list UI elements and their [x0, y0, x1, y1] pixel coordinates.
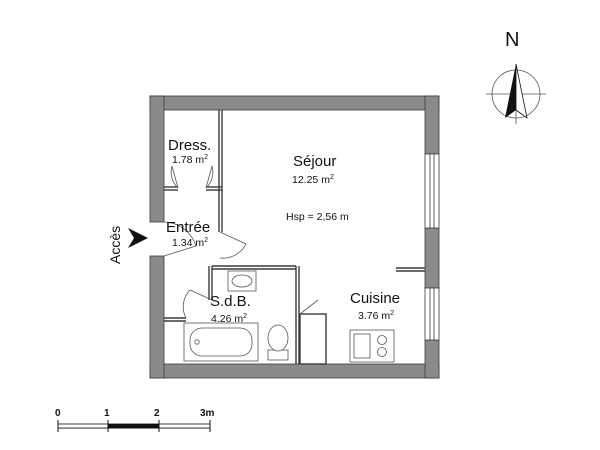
kitchen-sink — [353, 333, 371, 359]
room-cuisine-area: 3.76 m — [358, 310, 390, 322]
compass-needle-dark — [505, 64, 516, 118]
wall-right-bottom — [424, 339, 440, 379]
room-entree-name: Entrée — [166, 219, 210, 236]
door-sdb-leaf — [189, 289, 213, 301]
scale-tick-0: 0 — [55, 408, 61, 419]
door-sejour-arc — [219, 243, 247, 259]
entry-label: Accès — [107, 226, 123, 264]
window-cuisine — [424, 287, 440, 341]
door-entry-leaf — [163, 245, 197, 257]
room-dressing-area: 1.78 m — [172, 154, 204, 166]
room-sejour-area: 12.25 m — [292, 174, 330, 186]
door-dressing-arc-right — [205, 165, 214, 189]
wall-left-lower — [149, 255, 165, 379]
svg-text:4.26 m2: 4.26 m2 — [211, 313, 247, 325]
door-closet-leaf — [299, 299, 319, 315]
toilet-bowl — [267, 324, 289, 352]
bathtub-basin — [189, 327, 253, 357]
door-dressing-arc-left — [170, 165, 179, 189]
fixtures — [183, 270, 395, 363]
entry-indicator: Accès — [107, 226, 148, 264]
scale-bar: 0 1 2 3m — [55, 408, 215, 432]
room-dressing-unit-sup: 2 — [204, 154, 208, 161]
washbasin-bowl — [231, 274, 253, 288]
room-dressing-name: Dress. — [168, 137, 211, 154]
door-sejour-leaf — [219, 231, 247, 245]
svg-text:1.78 m2: 1.78 m2 — [172, 154, 208, 166]
wall-right-middle — [424, 227, 440, 289]
room-cuisine-unit-sup: 2 — [390, 310, 394, 317]
walls — [149, 95, 440, 379]
scale-tick-3: 3m — [200, 408, 215, 419]
entry-arrow-icon — [128, 228, 148, 248]
door-sdb-arc — [182, 289, 191, 319]
window-sejour — [424, 153, 440, 229]
wall-right-top — [424, 95, 440, 155]
room-sdb-area: 4.26 m — [211, 313, 243, 325]
hob-burner-bottom — [377, 347, 387, 357]
scale-tick-1: 1 — [104, 408, 110, 419]
wall-bottom — [149, 363, 440, 379]
door-dressing-leaf-right — [205, 165, 213, 189]
doors — [163, 165, 319, 319]
room-sejour-height: Hsp = 2,56 m — [286, 211, 349, 223]
compass: N — [486, 29, 546, 124]
scale-seg-2-3 — [158, 423, 211, 429]
svg-text:3.76 m2: 3.76 m2 — [358, 310, 394, 322]
windows — [424, 153, 440, 341]
room-entree-area: 1.34 m — [172, 237, 204, 249]
room-entree-unit-sup: 2 — [204, 237, 208, 244]
room-sejour-unit-sup: 2 — [330, 174, 334, 181]
svg-text:1.34 m2: 1.34 m2 — [172, 237, 208, 249]
compass-north-label: N — [505, 29, 519, 51]
closet-outline — [299, 313, 327, 365]
wall-left-upper — [149, 95, 165, 223]
hob-burner-top — [377, 335, 387, 345]
scale-seg-0-1 — [57, 423, 109, 429]
toilet-tank — [267, 349, 289, 361]
door-entry-arc — [163, 221, 197, 247]
room-sejour-name: Séjour — [293, 153, 336, 170]
door-dressing-leaf-left — [171, 165, 179, 189]
room-cuisine-name: Cuisine — [350, 290, 400, 307]
wall-top — [149, 95, 440, 111]
room-sdb-name: S.d.B. — [210, 293, 251, 310]
room-labels: Dress. 1.78 m2 Séjour 12.25 m2 Hsp = 2,5… — [166, 137, 400, 325]
partitions — [164, 110, 425, 365]
scale-tick-2: 2 — [154, 408, 160, 419]
compass-needle-light — [515, 63, 528, 119]
svg-text:12.25 m2: 12.25 m2 — [292, 174, 334, 186]
room-sdb-unit-sup: 2 — [243, 313, 247, 320]
scale-seg-1-2 — [107, 423, 160, 429]
bathtub-drain-icon — [194, 339, 200, 345]
